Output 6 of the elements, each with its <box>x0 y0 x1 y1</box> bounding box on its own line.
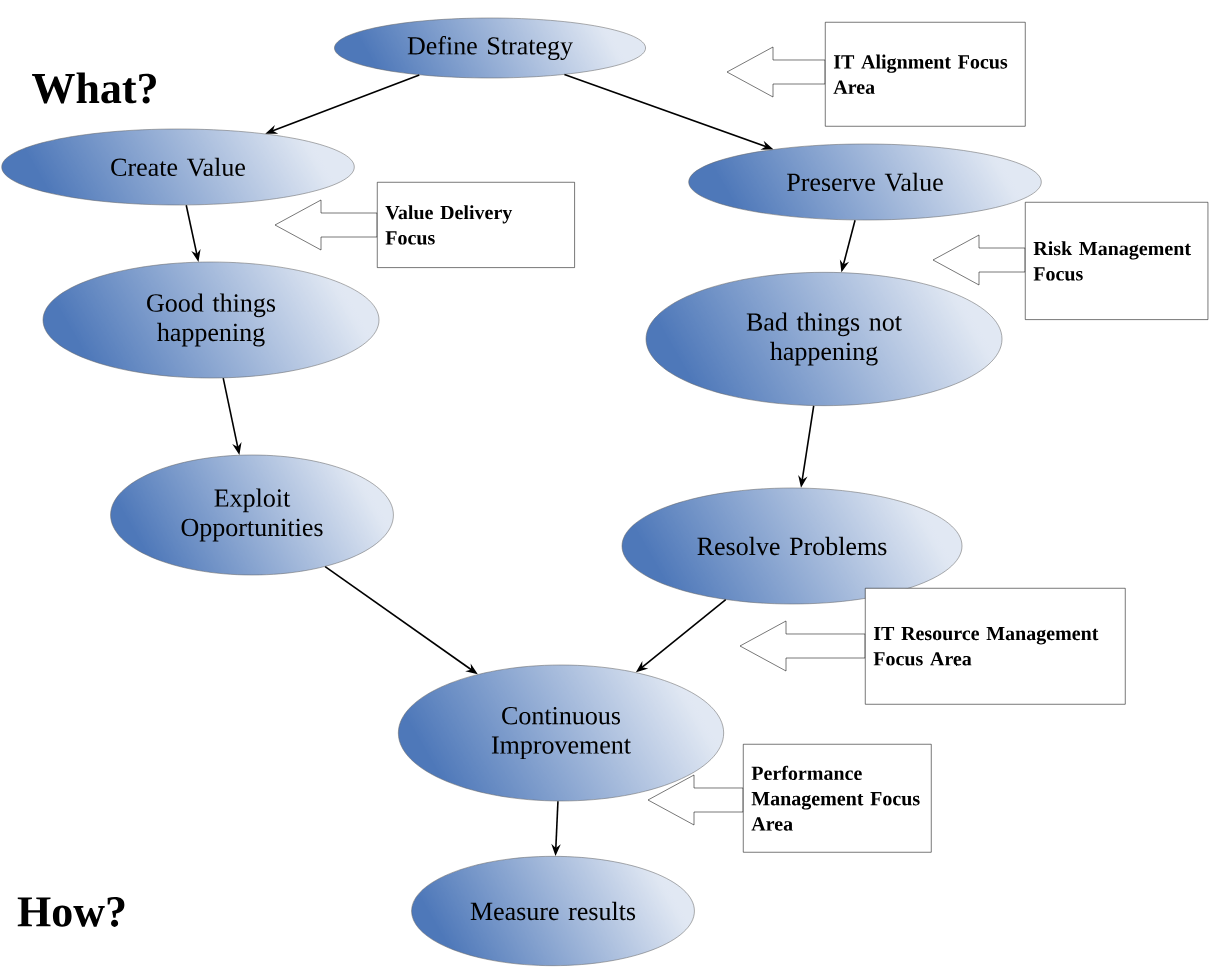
arrow-callout: IT Alignment Focus Area <box>726 22 1026 127</box>
arrow-callout: IT Resource Management Focus Area <box>739 588 1126 705</box>
heading-label: How? <box>17 897 125 927</box>
arrow-callout: Value Delivery Focus <box>274 182 575 268</box>
arrow-callout: Risk Management Focus <box>932 202 1209 320</box>
arrow-callout: Performance Management Focus Area <box>647 744 932 853</box>
